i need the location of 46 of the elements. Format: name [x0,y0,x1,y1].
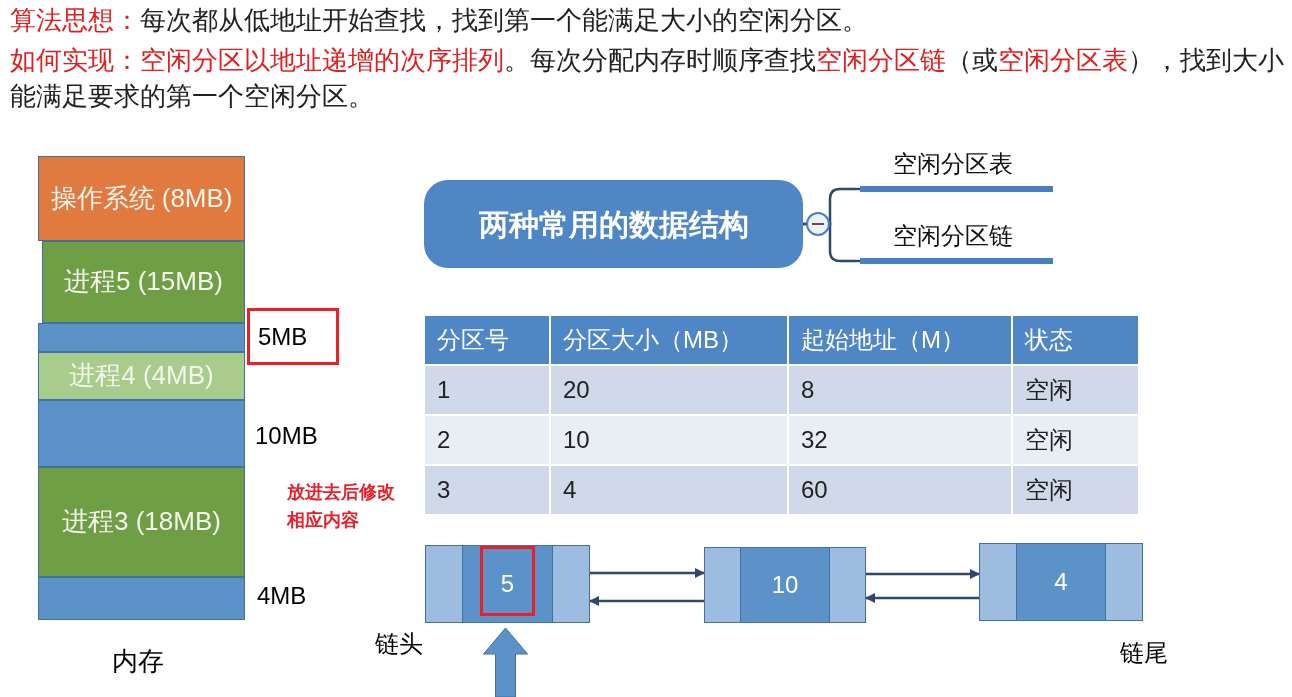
branch-label: 空闲分区链 [860,214,1053,264]
memory-block: 进程4 (4MB) [38,352,245,400]
arrow [590,568,705,578]
data-cell: 10 [740,547,830,623]
table-cell: 32 [789,416,1013,464]
list-node [979,543,1143,621]
table-cell: 1 [425,366,551,414]
highlighted-size-box: 5MB [247,308,339,365]
table-header-cell: 分区号 [425,316,551,364]
size-label: 链头 [375,629,423,659]
free-partition-block [38,323,245,352]
memory-block: 操作系统 (8MB) [38,156,245,241]
table-cell: 4 [551,466,789,514]
size-label: 4MB [257,581,307,611]
block-arrow [483,627,528,697]
memory-block: 进程5 (15MB) [42,241,245,323]
memory-block: 进程3 (18MB) [38,467,245,577]
data-cell: 4 [1015,543,1107,621]
arrow [865,593,979,603]
paragraph: 算法思想：每次都从低地址开始查找，找到第一个能满足大小的空闲分区。 [10,4,869,37]
table-cell: 空闲 [1013,466,1140,514]
arrow [589,596,704,606]
memory-caption: 内存 [112,645,164,678]
free-partition-block [38,577,245,620]
table-cell: 60 [789,466,1013,514]
paragraph: 如何实现：空闲分区以地址递增的次序排列。每次分配内存时顺序查找空闲分区链（或空闲分区表），找到大小能满足要求的第一个空闲分区。 [10,44,1285,113]
data-cell: 5 [461,545,554,623]
table-cell: 8 [789,366,1013,414]
table-cell: 空闲 [1013,416,1140,464]
size-label: 链尾 [1120,638,1168,668]
free-partition-block [38,400,245,467]
annotation-note: 放进去后修改相应内容 [287,481,396,532]
branch-label: 空闲分区表 [860,142,1053,192]
size-label: 10MB [255,421,318,451]
arrow [866,569,980,579]
topic-box: 两种常用的数据结构 [424,180,803,268]
table-cell: 10 [551,416,789,464]
table-header-cell: 起始地址（M） [789,316,1013,364]
table-header-cell: 分区大小（MB） [551,316,789,364]
table-cell: 空闲 [1013,366,1140,414]
table-cell: 2 [425,416,551,464]
list-node [425,545,590,623]
table-cell: 3 [425,466,551,514]
table-header-cell: 状态 [1013,316,1140,364]
list-node [704,547,866,623]
table-cell: 20 [551,366,789,414]
